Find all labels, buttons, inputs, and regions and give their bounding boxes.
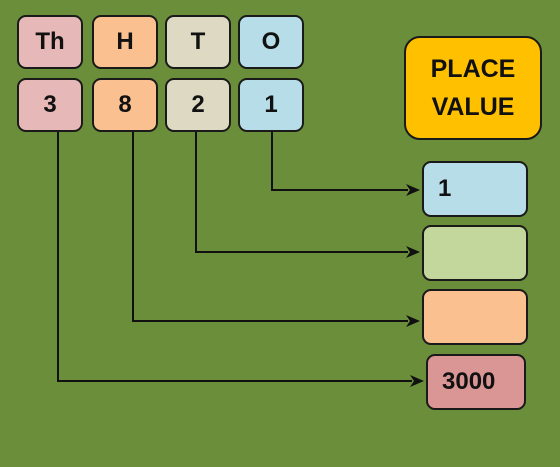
header-thousands: Th <box>17 15 83 69</box>
header-tens-label: T <box>190 28 206 55</box>
answer-thousands-value: 3000 <box>442 368 496 395</box>
header-hundreds: H <box>92 15 158 69</box>
header-hundreds-label: H <box>116 28 134 55</box>
digit-ones-value: 1 <box>264 91 278 118</box>
digit-tens-value: 2 <box>191 91 205 118</box>
answer-hundreds[interactable] <box>422 289 528 345</box>
arrow-ones-head <box>406 184 420 196</box>
answer-thousands[interactable]: 3000 <box>426 354 526 410</box>
arrow-hundreds-head <box>406 315 420 327</box>
digit-thousands: 3 <box>17 78 83 132</box>
arrow-ones <box>271 132 408 191</box>
header-tens: T <box>165 15 231 69</box>
digit-ones: 1 <box>238 78 304 132</box>
answer-ones-value: 1 <box>438 175 452 202</box>
place-value-title-line2: VALUE <box>431 93 515 121</box>
connector-arrows <box>57 132 424 387</box>
arrow-thousands <box>57 132 412 382</box>
place-value-title-line1: PLACE <box>430 55 516 83</box>
place-value-title: PLACE VALUE <box>404 36 542 140</box>
digit-tens: 2 <box>165 78 231 132</box>
arrow-hundreds <box>132 132 408 322</box>
arrow-tens-head <box>406 246 420 258</box>
digit-hundreds: 8 <box>92 78 158 132</box>
header-ones-label: O <box>261 28 281 55</box>
answer-ones[interactable]: 1 <box>422 161 528 217</box>
arrow-thousands-head <box>410 375 424 387</box>
answer-tens[interactable] <box>422 225 528 281</box>
digit-hundreds-value: 8 <box>118 91 132 118</box>
header-ones: O <box>238 15 304 69</box>
digit-thousands-value: 3 <box>43 91 57 118</box>
header-thousands-label: Th <box>35 28 65 55</box>
arrow-tens <box>195 132 408 253</box>
